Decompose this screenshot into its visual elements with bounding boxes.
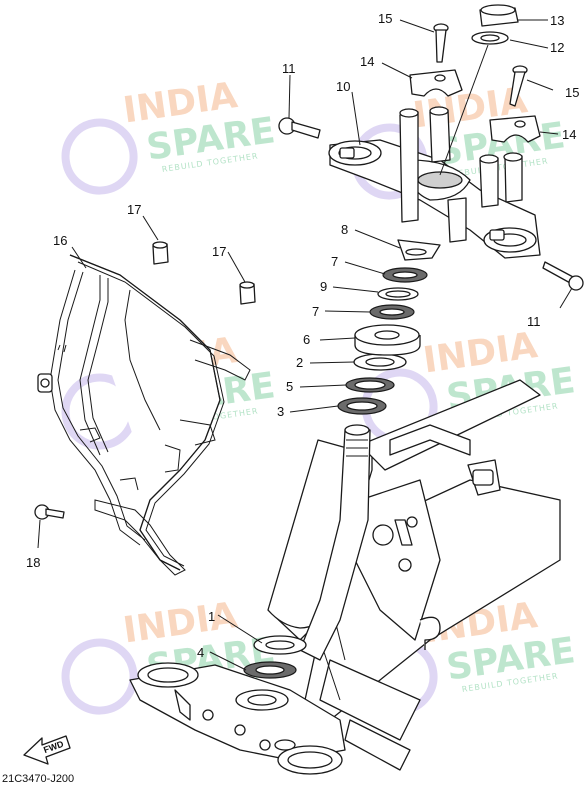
callout-16: 16: [53, 233, 67, 248]
callout-8: 8: [341, 222, 348, 237]
callout-labels: 15 13 12 14 15 11 10 14 8 7 9 7 6 2 5 3 …: [26, 11, 579, 660]
steering-stem-nut-13: [479, 4, 519, 27]
bolt-15-top: [433, 23, 449, 63]
handlebar-holder-14-right: [489, 115, 541, 143]
washer-9: [377, 287, 419, 301]
leader-lines: [37, 19, 573, 671]
callout-11: 11: [527, 314, 541, 329]
bolt-11-left: [278, 117, 321, 139]
callout-10: 10: [336, 79, 350, 94]
callout-17: 17: [127, 202, 141, 217]
callout-1: 1: [208, 609, 215, 624]
callout-3: 3: [277, 404, 284, 419]
ring-nut-7-lower: [369, 304, 415, 320]
bearing-lower-race: [243, 635, 307, 679]
callout-7: 7: [312, 304, 319, 319]
lower-bracket: [129, 662, 346, 775]
ball-bearing-5: [345, 377, 395, 393]
upper-bracket: [328, 106, 541, 259]
frame-head-pipe: [267, 379, 561, 771]
callout-14: 14: [562, 127, 576, 142]
steering-stem-shaft: [299, 424, 371, 661]
headlight-stay-16: [37, 254, 251, 576]
washer-12: [471, 31, 509, 45]
lock-washer-8: [397, 239, 441, 261]
bolt-15-right: [509, 65, 528, 107]
bolt-18: [34, 504, 65, 520]
bolt-11-right: [542, 261, 584, 291]
diagram-code: 21C3470-J200: [2, 773, 75, 785]
callout-6: 6: [303, 332, 310, 347]
damper-17-left: [152, 241, 169, 265]
ring-nut-7-upper: [382, 267, 428, 283]
callout-18: 18: [26, 555, 40, 570]
callout-17: 17: [212, 244, 226, 259]
callout-9: 9: [320, 279, 327, 294]
seal-2: [353, 353, 407, 371]
handlebar-holder-14-left: [409, 69, 463, 97]
callout-7: 7: [331, 254, 338, 269]
callout-12: 12: [550, 40, 564, 55]
cover-6: [354, 324, 421, 356]
watermark-top-left: INDIA SPARE REBUILD TOGETHER: [61, 75, 278, 195]
damper-17-right: [239, 281, 256, 305]
ball-race-3: [337, 397, 387, 415]
callout-4: 4: [197, 645, 204, 660]
callout-14: 14: [360, 54, 374, 69]
callout-11: 11: [282, 61, 296, 76]
callout-5: 5: [286, 379, 293, 394]
fwd-arrow-icon: FWD: [23, 735, 71, 765]
callout-13: 13: [550, 13, 564, 28]
callout-15: 15: [378, 11, 392, 26]
callout-2: 2: [296, 355, 303, 370]
callout-15: 15: [565, 85, 579, 100]
